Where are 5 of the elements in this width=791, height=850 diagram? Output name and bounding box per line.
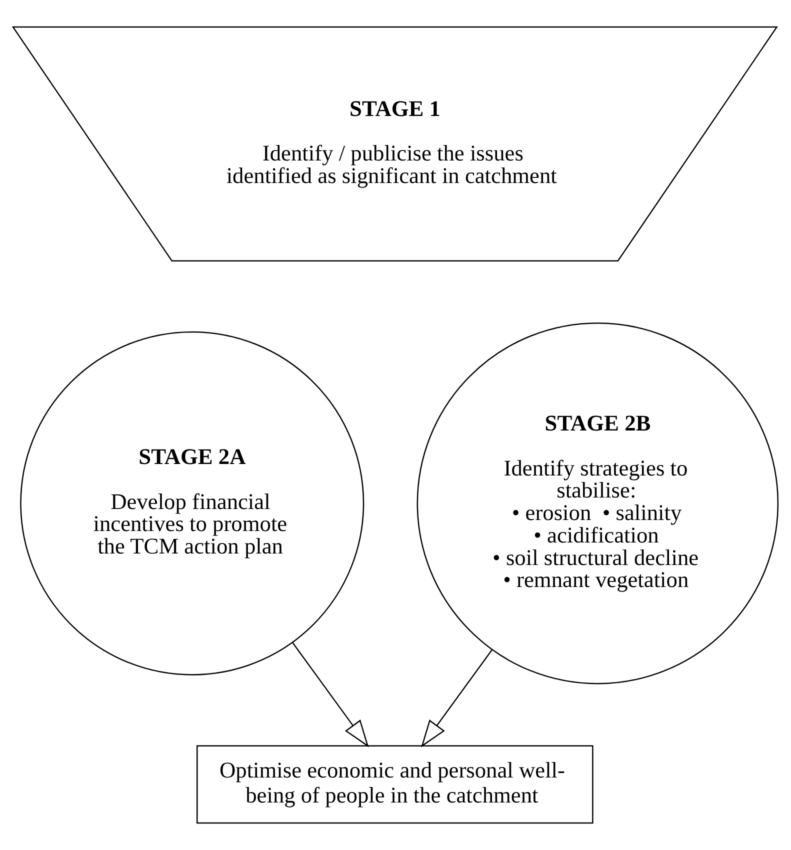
node-circle: STAGE 2B Identify strategies to stabilise: • erosion • salinity • acidification • soil structural decline • remnant vegetation <box>416 322 779 684</box>
node-circle: STAGE 2A Develop financial incentives to promote the TCM action plan <box>20 331 364 676</box>
node-box: Optimise economic and personal well-being of people in the catchment <box>196 745 594 824</box>
arrow <box>421 649 493 748</box>
arrow <box>292 642 369 748</box>
